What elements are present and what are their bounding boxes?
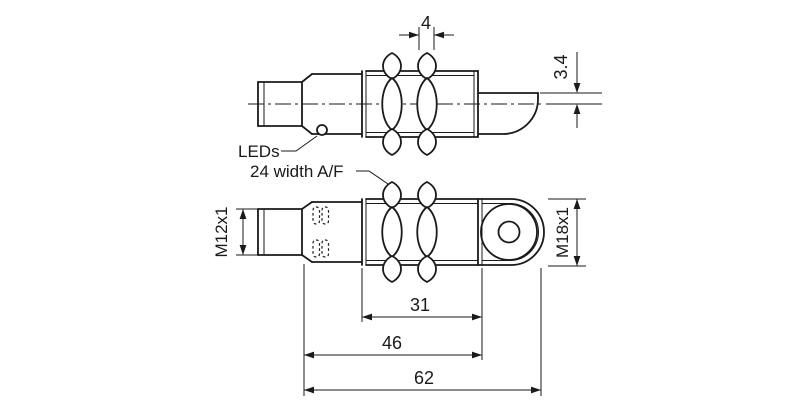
leds-leader-line — [281, 135, 318, 152]
hex-nut — [416, 180, 438, 284]
dim-barrel-length: 46 — [304, 333, 482, 359]
top-view — [248, 51, 545, 157]
dim-total-length: 62 — [304, 368, 541, 394]
dim-m12-text: M12x1 — [212, 206, 231, 257]
cable-outlet-circle — [480, 203, 538, 261]
bottom-view — [257, 180, 545, 284]
led-indicator — [316, 124, 328, 136]
width-af-label-text: 24 width A/F — [250, 162, 344, 181]
housing-body — [311, 198, 367, 266]
connector-plug — [257, 73, 313, 135]
width-af-label: 24 width A/F — [250, 162, 389, 185]
leds-label-text: LEDs — [238, 142, 280, 161]
sensing-head — [480, 198, 545, 266]
cable-outlet-hole — [497, 220, 521, 244]
dim-m12-thread: M12x1 — [212, 206, 260, 258]
dim-cable-offset-text: 3.4 — [551, 54, 571, 79]
length-extension-lines — [303, 264, 542, 396]
dim-m18-text: M18x1 — [553, 207, 572, 258]
dim-nut-width: 4 — [399, 13, 454, 50]
dim-m18-thread: M18x1 — [548, 198, 586, 267]
dim-nut-width-text: 4 — [421, 13, 431, 33]
dim-thread-length: 31 — [362, 295, 482, 321]
dim-cable-offset: 3.4 — [540, 52, 602, 128]
dim-31-text: 31 — [410, 295, 430, 315]
cable-elbow — [477, 92, 539, 135]
leds-label: LEDs — [238, 135, 318, 161]
hex-nut — [416, 51, 438, 157]
dim-62-text: 62 — [414, 368, 434, 388]
width-af-leader-line — [356, 170, 389, 185]
dim-46-text: 46 — [382, 333, 402, 353]
hex-nut — [381, 180, 403, 284]
led-window-hidden — [312, 206, 330, 258]
connector-plug — [257, 201, 313, 263]
hex-nut — [381, 51, 403, 157]
